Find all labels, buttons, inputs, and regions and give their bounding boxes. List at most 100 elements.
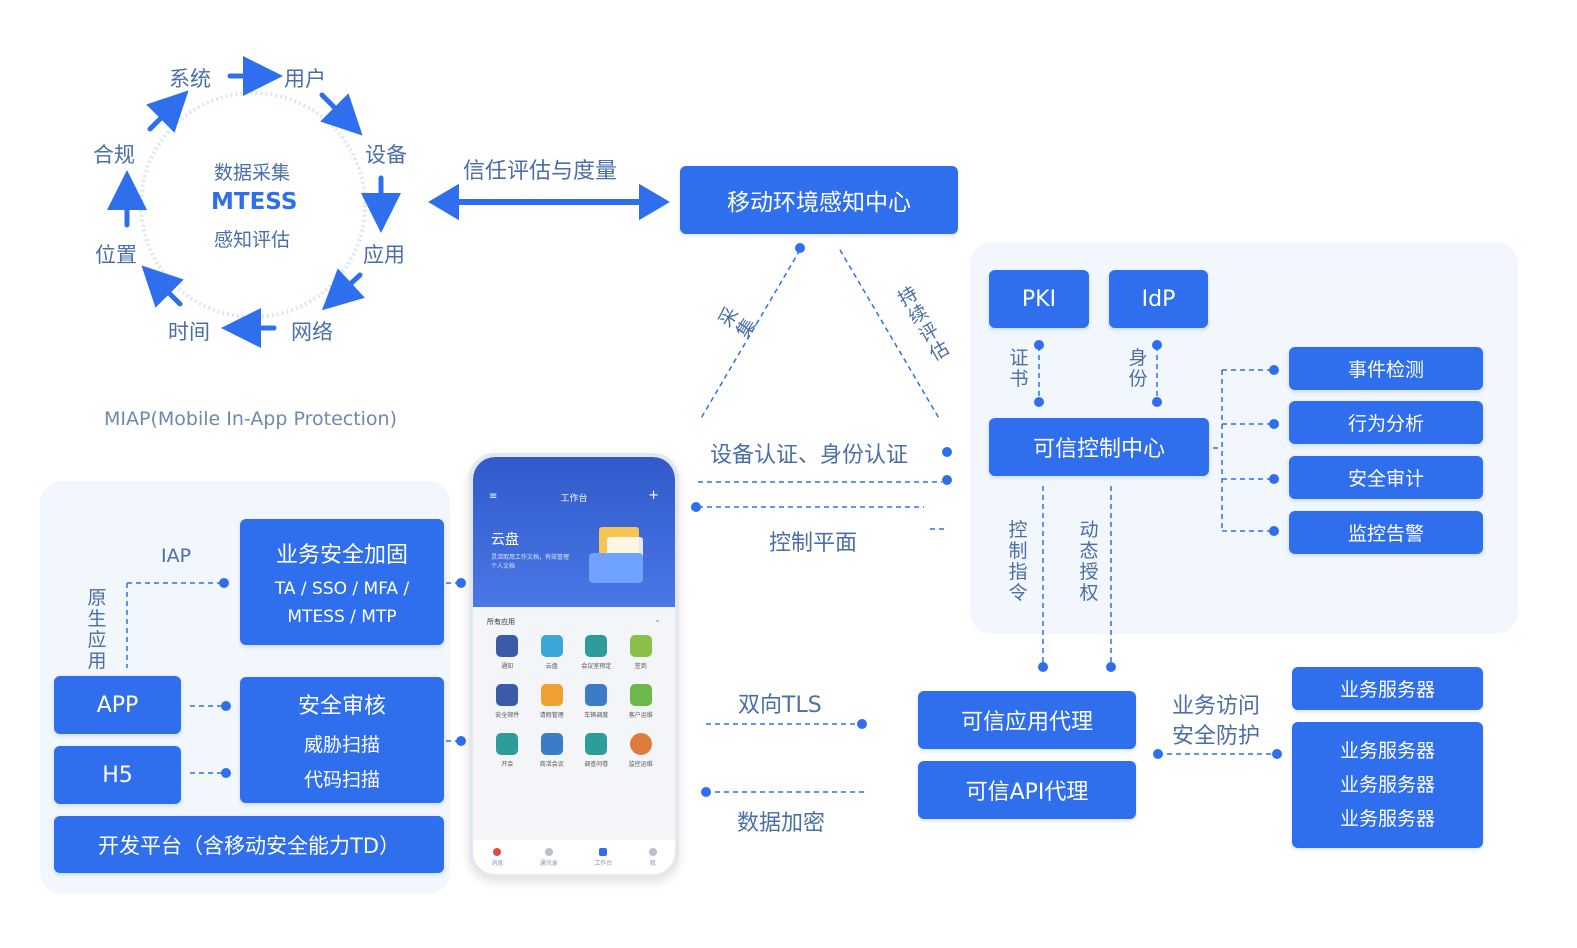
hardening-box[interactable]: 业务安全加固 TA / SSO / MFA / MTESS / MTP xyxy=(240,519,444,645)
plus-icon[interactable]: + xyxy=(648,488,659,503)
nav-contacts[interactable]: 通讯录 xyxy=(540,847,558,867)
app-tile[interactable]: 商活会议 xyxy=(530,733,575,768)
device-auth-label: 设备认证、身份认证 xyxy=(710,443,909,468)
cloud-icon xyxy=(540,635,563,657)
video-icon xyxy=(540,733,563,755)
phone-header-title: 工作台 xyxy=(560,494,588,504)
app-tile-label: 通知 xyxy=(501,663,514,670)
phone-bottom-nav: 消息 通讯录 工作台 我 xyxy=(473,840,675,874)
audit-line2: 代码扫描 xyxy=(303,769,380,791)
api-proxy-box[interactable]: 可信API代理 xyxy=(918,761,1136,819)
menu-icon[interactable]: ≡ xyxy=(489,491,498,502)
chevron-down-icon[interactable]: ⌄ xyxy=(654,615,661,624)
control-cmd-label: 控制指令 xyxy=(1008,519,1028,604)
survey-icon xyxy=(585,733,608,755)
folder-illustration xyxy=(585,519,655,587)
tls-label: 双向TLS xyxy=(738,693,822,718)
bell-icon xyxy=(496,635,519,657)
server-group[interactable]: 业务服务器 业务服务器 业务服务器 xyxy=(1292,722,1483,848)
server-group-item: 业务服务器 xyxy=(1339,808,1435,830)
cycle-center-line3: 感知评估 xyxy=(214,229,291,251)
nav-workbench[interactable]: 工作台 xyxy=(594,847,612,867)
nav-messages[interactable]: 消息 xyxy=(491,847,503,867)
cycle-item-time: 时间 xyxy=(168,320,210,344)
app-tile[interactable]: 会议室预定 xyxy=(574,635,619,670)
app-tile-label: 云盘 xyxy=(545,663,558,670)
cycle-item-app: 应用 xyxy=(363,243,405,267)
app-tile-label: 监控运维 xyxy=(628,761,653,768)
monitor-icon xyxy=(629,733,652,755)
banner-subtitle: 灵活取用工作文档，有效管理个人文档 xyxy=(491,554,570,570)
app-tile[interactable]: 安全邮件 xyxy=(485,684,530,719)
server-group-item: 业务服务器 xyxy=(1339,740,1435,762)
check-icon xyxy=(629,635,652,657)
phone-header: ≡ 工作台 + 云盘 灵活取用工作文档，有效管理个人文档 xyxy=(473,457,675,607)
app-tile-label: 调查问卷 xyxy=(584,761,609,768)
app-proxy-box[interactable]: 可信应用代理 xyxy=(918,691,1136,749)
nav-me[interactable]: 我 xyxy=(648,847,657,867)
chat-icon xyxy=(493,847,502,856)
app-tile-label: 车辆调度 xyxy=(584,712,609,719)
app-tile-label: 安全邮件 xyxy=(495,712,520,719)
hardening-title: 业务安全加固 xyxy=(275,543,408,568)
cycle-center-line1: 数据采集 xyxy=(214,162,291,184)
app-tile[interactable]: 监控运维 xyxy=(619,733,664,768)
section-title: 所有应用 xyxy=(487,618,515,626)
pki-box[interactable]: PKI xyxy=(989,270,1089,328)
server-single[interactable]: 业务服务器 xyxy=(1292,667,1483,710)
access-label-line2: 安全防护 xyxy=(1172,724,1261,749)
side-item-event-detect[interactable]: 事件检测 xyxy=(1289,347,1483,390)
cycle-arrow xyxy=(321,268,365,311)
trust-label: 信任评估与度量 xyxy=(463,159,618,184)
cert-label: 证书 xyxy=(1009,347,1029,390)
hardening-line2: MTESS / MTP xyxy=(287,607,397,627)
app-tile[interactable]: 车辆调度 xyxy=(574,684,619,719)
cycle-item-compliance: 合规 xyxy=(93,143,135,167)
control-plane-label: 控制平面 xyxy=(769,531,858,556)
side-item-audit[interactable]: 安全审计 xyxy=(1289,456,1483,499)
native-app-label: 原生应用 xyxy=(87,587,107,672)
trusted-control-center[interactable]: 可信控制中心 xyxy=(989,418,1209,476)
dev-platform-box[interactable]: 开发平台（含移动安全能力TD） xyxy=(54,816,444,873)
app-tile[interactable]: 开会 xyxy=(485,733,530,768)
side-item-monitor[interactable]: 监控告警 xyxy=(1289,511,1483,554)
meeting-icon xyxy=(585,635,608,657)
cycle-item-location: 位置 xyxy=(95,243,137,267)
idp-box[interactable]: IdP xyxy=(1109,270,1208,328)
app-tile[interactable]: 通知 xyxy=(485,635,530,670)
cycle-item-network: 网络 xyxy=(291,320,333,344)
cycle-arrow xyxy=(141,265,184,308)
cycle-arrow xyxy=(319,92,363,136)
app-box[interactable]: APP xyxy=(54,676,181,734)
app-tile[interactable]: 签到 xyxy=(619,635,664,670)
h5-box[interactable]: H5 xyxy=(54,746,181,804)
mail-icon xyxy=(496,684,519,706)
server-group-item: 业务服务器 xyxy=(1339,774,1435,796)
identity-label: 身份 xyxy=(1128,347,1148,390)
contacts-icon xyxy=(544,847,553,856)
app-tile[interactable]: 云盘 xyxy=(530,635,575,670)
profile-icon xyxy=(648,847,657,856)
audit-title: 安全审核 xyxy=(297,694,386,719)
app-tile[interactable]: 请假管理 xyxy=(530,684,575,719)
app-grid: 通知 云盘 会议室预定 签到 安全邮件 请假管理 车辆调度 客户运维 开会 商活… xyxy=(485,635,663,768)
app-tile-label: 客户运维 xyxy=(628,712,653,719)
encrypt-label: 数据加密 xyxy=(737,811,826,836)
app-tile-label: 请假管理 xyxy=(539,712,564,719)
side-item-behavior[interactable]: 行为分析 xyxy=(1289,401,1483,444)
car-icon xyxy=(585,684,608,706)
app-tile-label: 会议室预定 xyxy=(581,663,612,670)
app-tile-label: 商活会议 xyxy=(539,761,564,768)
cycle-item-user: 用户 xyxy=(284,67,326,91)
app-tile-label: 签到 xyxy=(634,663,647,670)
cycle-item-system: 系统 xyxy=(169,67,211,91)
cycle-arrow xyxy=(146,90,189,133)
banner-title: 云盘 xyxy=(491,532,519,548)
audit-box[interactable]: 安全审核 威胁扫描 代码扫描 xyxy=(240,677,444,803)
app-tile[interactable]: 调查问卷 xyxy=(574,733,619,768)
access-label-line1: 业务访问 xyxy=(1172,694,1261,719)
mobile-env-center[interactable]: 移动环境感知中心 xyxy=(680,166,958,234)
audit-line1: 威胁扫描 xyxy=(303,734,380,756)
app-tile[interactable]: 客户运维 xyxy=(619,684,664,719)
